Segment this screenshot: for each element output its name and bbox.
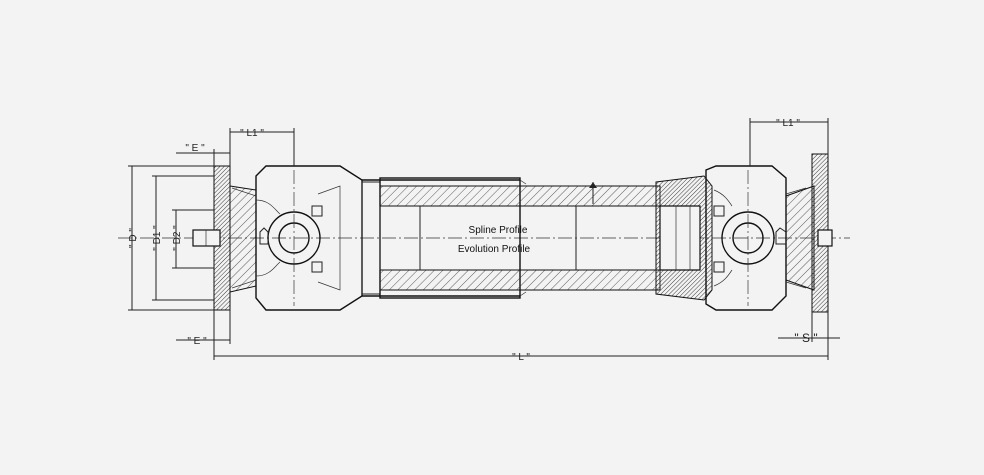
dim-l1-left: " L1 " <box>240 128 264 139</box>
dim-d2: " D2 " <box>172 225 183 251</box>
upper-spline-band <box>379 185 661 207</box>
dim-e-bottom: " E " <box>187 336 207 347</box>
right-yoke <box>705 165 807 311</box>
right-flange <box>785 153 833 313</box>
right-flange-key <box>817 229 833 247</box>
dimension-lines <box>128 118 840 360</box>
dim-e-top: " E " <box>185 143 205 154</box>
dim-l1-right: " L1 " <box>776 118 800 129</box>
dim-d1: " D1 " <box>152 225 163 251</box>
dim-s: " S " <box>794 331 817 345</box>
left-flange-hub <box>229 185 257 293</box>
spline-profile-label: Spline Profile <box>469 225 528 236</box>
right-yoke-body <box>705 165 787 311</box>
right-flange-hub <box>785 185 815 291</box>
evolution-profile-label: Evolution Profile <box>458 244 531 255</box>
dim-d: " D " <box>128 228 139 248</box>
right-sleeve <box>655 175 713 301</box>
left-flange-key <box>192 229 221 247</box>
left-flange <box>192 165 257 311</box>
dim-l: " L " <box>512 352 530 363</box>
lower-spline-band <box>379 269 661 291</box>
